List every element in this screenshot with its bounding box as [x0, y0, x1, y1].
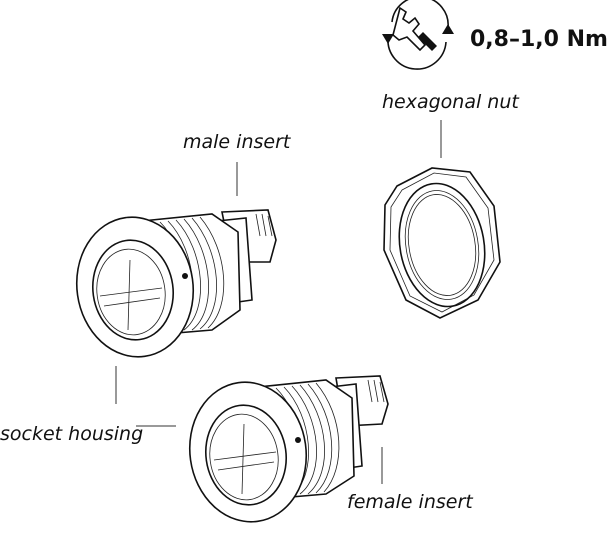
- male-insert-label: male insert: [183, 131, 292, 153]
- hexagonal-nut-label: hexagonal nut: [382, 91, 520, 113]
- male-insert-connector: [75, 209, 277, 358]
- wrench-rotation-icon: [382, 0, 454, 70]
- socket-housing-label: socket housing: [0, 423, 143, 445]
- female-insert-connector: [188, 375, 389, 523]
- torque-value: 0,8–1,0 Nm: [470, 27, 608, 52]
- female-insert-label: female insert: [347, 491, 474, 513]
- hexagonal-nut: [383, 167, 501, 319]
